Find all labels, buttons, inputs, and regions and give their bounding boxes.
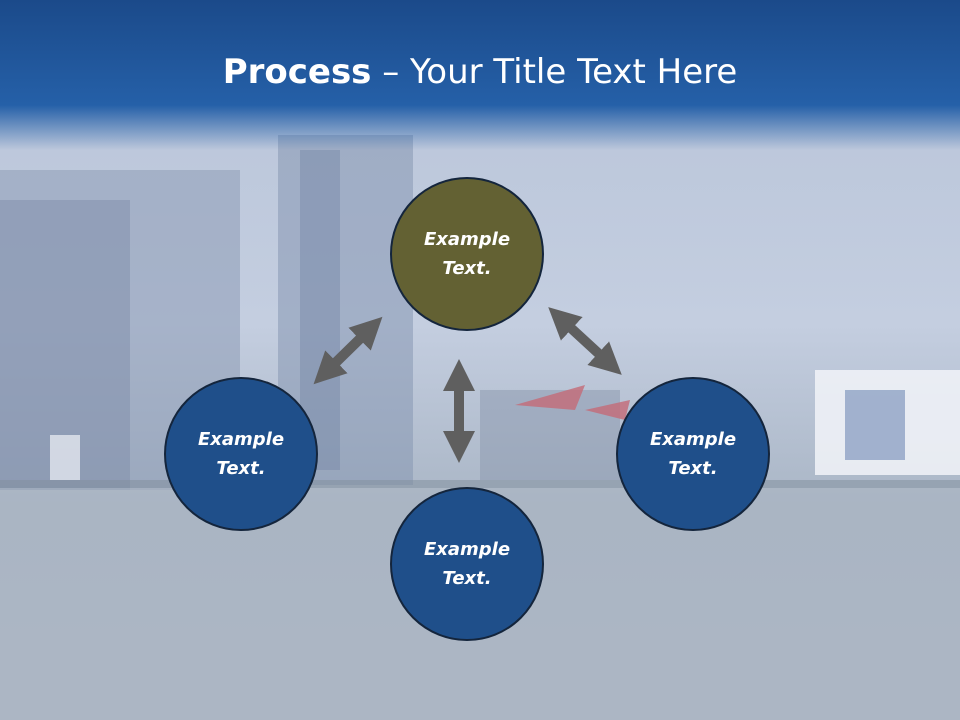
node-top: Example Text. <box>390 177 544 331</box>
node-bottom-label: Example Text. <box>423 539 511 589</box>
slide-title: Process – Your Title Text Here <box>0 52 960 92</box>
node-left-label: Example Text. <box>197 429 285 479</box>
arrow-top-right <box>548 307 622 375</box>
title-bold: Process <box>222 52 372 92</box>
title-rest: – Your Title Text Here <box>371 52 738 92</box>
node-top-label: Example Text. <box>423 229 511 279</box>
node-right-label: Example Text. <box>649 429 737 479</box>
node-left: Example Text. <box>164 377 318 531</box>
arrow-top-left <box>313 316 383 385</box>
node-bottom: Example Text. <box>390 487 544 641</box>
node-right: Example Text. <box>616 377 770 531</box>
title-bar <box>0 0 960 150</box>
